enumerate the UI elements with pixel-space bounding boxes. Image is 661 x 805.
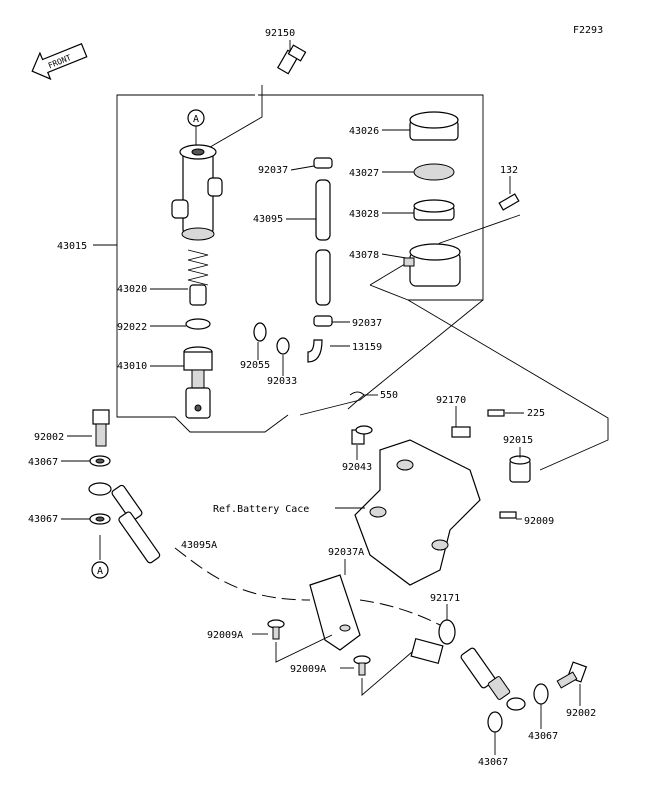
cap-group-outline <box>369 214 521 286</box>
elbow-13159 <box>307 339 323 363</box>
label-43010: 43010 <box>117 361 147 372</box>
washer-43067-d <box>533 683 549 705</box>
label-92043: 92043 <box>342 462 372 473</box>
clamp-92037-mid <box>313 315 333 327</box>
washer-43067-c <box>487 711 503 733</box>
label-92022: 92022 <box>117 322 147 333</box>
label-43067-c: 43067 <box>478 757 508 768</box>
label-92055: 92055 <box>240 360 270 371</box>
cotter-pin-550 <box>347 391 365 410</box>
bracket-plate <box>354 439 481 586</box>
collar-92015 <box>509 455 531 483</box>
master-cylinder-body <box>171 144 223 241</box>
label-43095A: 43095A <box>181 540 217 551</box>
label-43026: 43026 <box>349 126 379 137</box>
hose-run <box>174 547 311 601</box>
callout-a-bottom <box>91 561 109 579</box>
leader-bolt-to-cylinder <box>204 85 263 151</box>
label-225: 225 <box>527 408 545 419</box>
screw-225 <box>487 409 505 417</box>
bracket-92037A <box>309 574 361 651</box>
label-92002-right: 92002 <box>566 708 596 719</box>
label-43015: 43015 <box>57 241 87 252</box>
label-92002-left: 92002 <box>34 432 64 443</box>
clamp-92171 <box>410 619 456 665</box>
ref-note: Ref.Battery Cace <box>213 504 309 515</box>
pin-92043 <box>351 425 373 445</box>
callout-a-top-label: A <box>193 114 199 125</box>
bolt-92009 <box>499 511 517 519</box>
hose-end-lower <box>460 647 526 711</box>
assembly-outline-right <box>258 94 484 301</box>
label-92037-mid: 92037 <box>352 318 382 329</box>
label-92150: 92150 <box>265 28 295 39</box>
circlip-92033 <box>276 337 290 355</box>
o-ring-92055 <box>253 322 267 342</box>
assembly-outline-left <box>116 94 289 433</box>
diaphragm-43028 <box>413 199 455 221</box>
label-92009A-2: 92009A <box>290 664 326 675</box>
circlip-92022 <box>185 318 211 330</box>
front-arrow-icon: FRONT <box>31 42 88 81</box>
hose-43095 <box>315 179 331 306</box>
label-43095: 43095 <box>253 214 283 225</box>
label-92170: 92170 <box>436 395 466 406</box>
plate-43027 <box>413 163 455 181</box>
outline-right-lower <box>369 284 609 471</box>
label-13159: 13159 <box>352 342 382 353</box>
label-43067-b: 43067 <box>28 514 58 525</box>
push-rod-43010 <box>183 346 213 419</box>
label-92015: 92015 <box>503 435 533 446</box>
bolt-92150 <box>276 44 307 75</box>
bolt-92002-left <box>92 409 110 447</box>
callout-a-bottom-label: A <box>97 566 103 577</box>
label-43020: 43020 <box>117 284 147 295</box>
bolt-92009A-1 <box>267 619 285 640</box>
clamp-92037-top <box>313 157 333 169</box>
label-43027: 43027 <box>349 168 379 179</box>
reservoir-cap-43026 <box>409 111 459 141</box>
label-43078: 43078 <box>349 250 379 261</box>
outline-inner <box>299 299 484 416</box>
label-92037-top: 92037 <box>258 165 288 176</box>
screw-132 <box>498 193 520 211</box>
figure-code: F2293 <box>573 25 603 36</box>
label-43028: 43028 <box>349 209 379 220</box>
label-92033: 92033 <box>267 376 297 387</box>
hose-43095A <box>88 482 161 564</box>
label-92171: 92171 <box>430 593 460 604</box>
label-92009A-1: 92009A <box>207 630 243 641</box>
bolt-92009A-2 <box>353 655 371 676</box>
label-550: 550 <box>380 390 398 401</box>
reservoir-43078 <box>403 243 461 287</box>
bolt-92002-right <box>556 661 588 689</box>
clamp-92170 <box>451 426 471 438</box>
spring-43020 <box>187 249 209 306</box>
label-92009-right: 92009 <box>524 516 554 527</box>
label-92037A: 92037A <box>328 547 364 558</box>
label-132: 132 <box>500 165 518 176</box>
label-43067-d: 43067 <box>528 731 558 742</box>
label-43067-a: 43067 <box>28 457 58 468</box>
